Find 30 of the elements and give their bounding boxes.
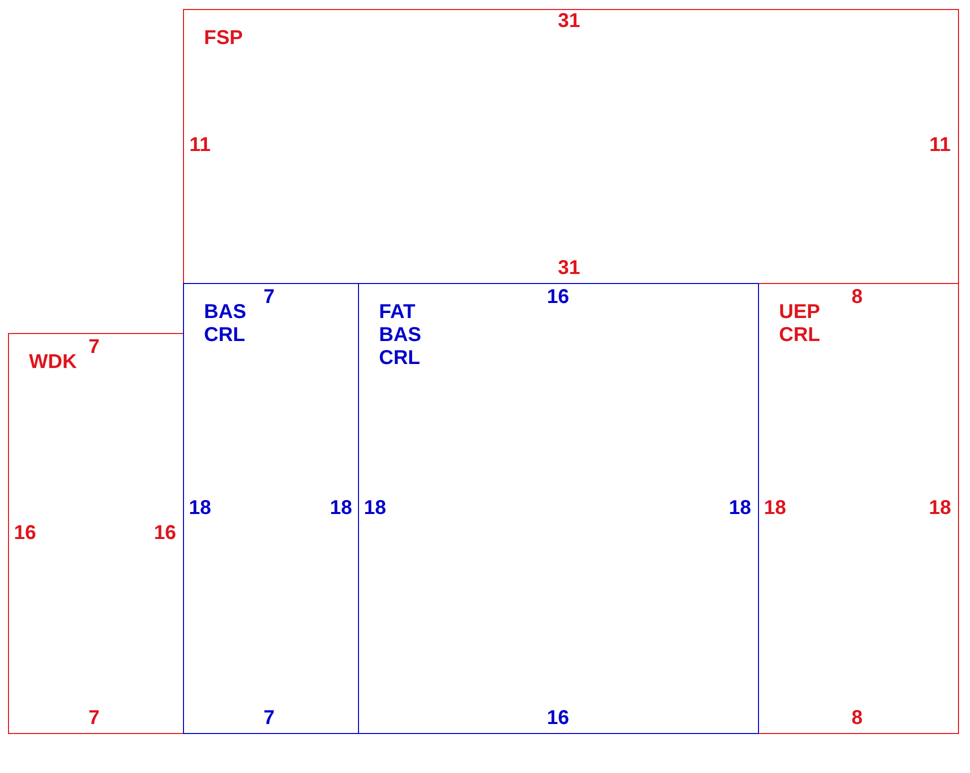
room-name: BAS CRL [204, 301, 246, 347]
dimension-label: 11 [189, 134, 211, 156]
room-outline [183, 283, 359, 734]
room-name: FAT BAS CRL [379, 301, 422, 370]
dimension-label: 7 [88, 336, 100, 358]
dimension-label: 16 [154, 522, 176, 544]
dimension-label: 11 [929, 134, 951, 156]
dimension-label: 31 [558, 10, 580, 32]
room-outline [8, 333, 184, 734]
dimension-label: 7 [263, 707, 275, 729]
dimension-label: 18 [764, 497, 786, 519]
dimension-label: 16 [546, 286, 570, 308]
dimension-label: 18 [364, 497, 386, 519]
dimension-label: 18 [330, 497, 352, 519]
room-outline [358, 283, 759, 734]
dimension-label: 18 [728, 497, 752, 519]
room-name: UEP CRL [779, 301, 820, 347]
dimension-label: 31 [558, 257, 580, 279]
room-name: FSP [204, 27, 243, 50]
dimension-label: 7 [263, 286, 275, 308]
dimension-label: 16 [546, 707, 570, 729]
dimension-label: 18 [188, 497, 212, 519]
dimension-label: 7 [88, 707, 100, 729]
dimension-label: 18 [928, 497, 952, 519]
room-outline [758, 283, 959, 734]
room-name: WDK [29, 351, 77, 374]
dimension-label: 8 [851, 707, 863, 729]
dimension-label: 8 [851, 286, 863, 308]
dimension-label: 16 [14, 522, 36, 544]
room-outline [183, 9, 959, 284]
